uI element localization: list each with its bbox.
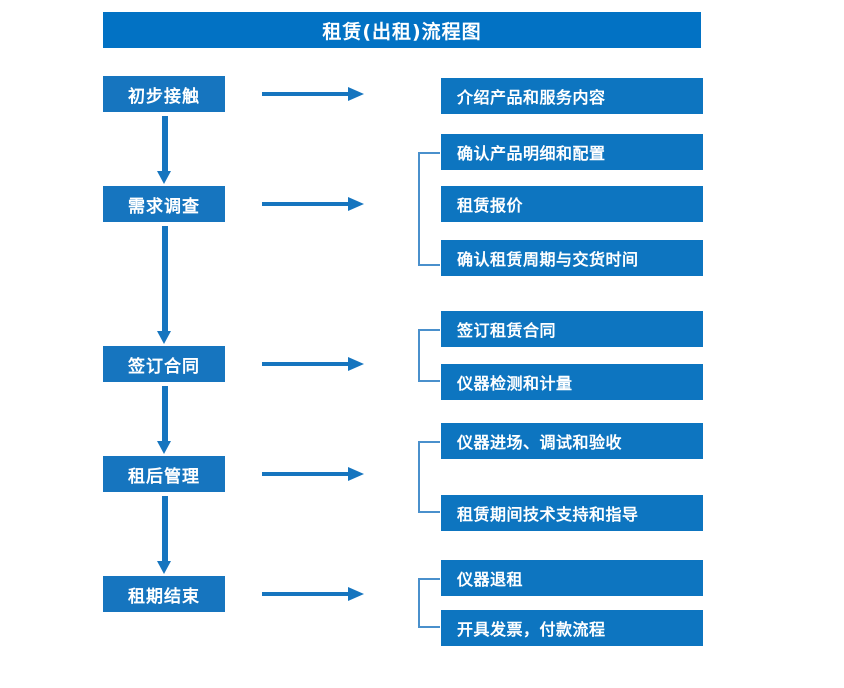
stage-box-5[interactable]: 租期结束 xyxy=(103,576,225,612)
flow-arrow-down-4 xyxy=(157,496,171,574)
detail-box-5[interactable]: 签订租赁合同 xyxy=(441,311,703,347)
group-bracket-3 xyxy=(418,441,440,513)
page-title: 租赁(出租)流程图 xyxy=(103,12,701,48)
flow-arrow-right-1 xyxy=(262,87,364,101)
flow-arrow-down-3 xyxy=(157,386,171,454)
group-bracket-4 xyxy=(418,578,440,628)
group-bracket-2 xyxy=(418,329,440,382)
detail-box-6[interactable]: 仪器检测和计量 xyxy=(441,364,703,400)
flow-arrow-right-3 xyxy=(262,357,364,371)
flow-arrow-right-5 xyxy=(262,587,364,601)
detail-box-1[interactable]: 介绍产品和服务内容 xyxy=(441,78,703,114)
detail-box-10[interactable]: 开具发票，付款流程 xyxy=(441,610,703,646)
stage-box-1[interactable]: 初步接触 xyxy=(103,76,225,112)
stage-box-3[interactable]: 签订合同 xyxy=(103,346,225,382)
flow-arrow-right-2 xyxy=(262,197,364,211)
stage-box-4[interactable]: 租后管理 xyxy=(103,456,225,492)
flow-arrow-down-1 xyxy=(157,116,171,184)
detail-box-2[interactable]: 确认产品明细和配置 xyxy=(441,134,703,170)
stage-box-2[interactable]: 需求调查 xyxy=(103,186,225,222)
detail-box-9[interactable]: 仪器退租 xyxy=(441,560,703,596)
flow-arrow-down-2 xyxy=(157,226,171,344)
detail-box-7[interactable]: 仪器进场、调试和验收 xyxy=(441,423,703,459)
flow-arrow-right-4 xyxy=(262,467,364,481)
detail-box-4[interactable]: 确认租赁周期与交货时间 xyxy=(441,240,703,276)
group-bracket-1 xyxy=(418,152,440,266)
detail-box-3[interactable]: 租赁报价 xyxy=(441,186,703,222)
detail-box-8[interactable]: 租赁期间技术支持和指导 xyxy=(441,495,703,531)
